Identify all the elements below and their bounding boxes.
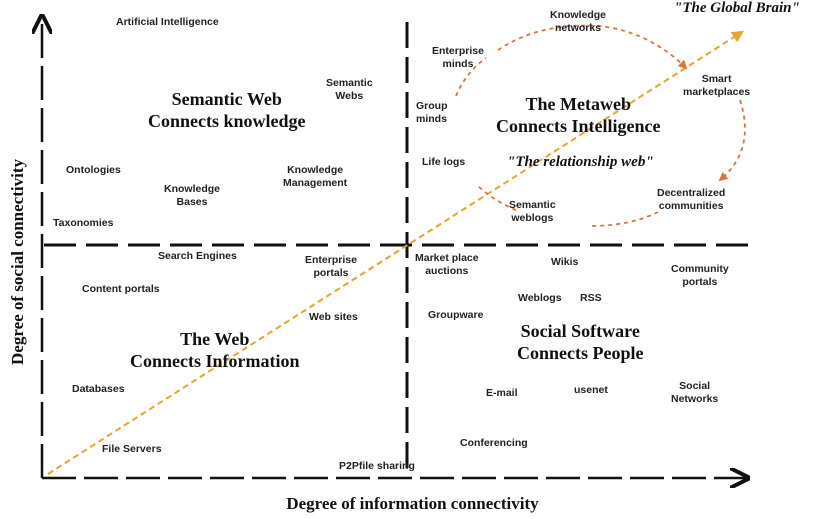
term-weblogs: Weblogs xyxy=(518,292,562,304)
metaweb-cycle-lower xyxy=(589,211,659,227)
term-market-place-auctions: Market place auctions xyxy=(415,252,479,277)
term-databases: Databases xyxy=(72,383,125,395)
term-taxonomies: Taxonomies xyxy=(53,217,114,229)
term-email: E-mail xyxy=(486,387,518,399)
term-wikis: Wikis xyxy=(551,256,579,268)
metaweb-cycle-upper xyxy=(497,24,688,70)
metaweb-cycle-left-upper xyxy=(455,57,487,97)
term-knowledge-management: Knowledge Management xyxy=(283,164,348,189)
quadrant-title-metaweb: The Metaweb Connects Intelligence xyxy=(496,94,661,136)
quadrant-title-social-software: Social Software Connects People xyxy=(517,321,644,363)
global-brain-label: "The Global Brain" xyxy=(674,0,800,16)
term-conferencing: Conferencing xyxy=(460,437,528,449)
term-rss: RSS xyxy=(580,292,602,304)
term-knowledge-networks: Knowledge networks xyxy=(550,9,607,34)
term-social-networks: Social Networks xyxy=(671,380,719,405)
term-content-portals: Content portals xyxy=(82,283,160,295)
y-axis-label: Degree of social connectivity xyxy=(8,159,27,365)
term-life-logs: Life logs xyxy=(422,156,466,168)
term-groupware: Groupware xyxy=(428,309,484,321)
x-axis-label: Degree of information connectivity xyxy=(286,494,539,513)
term-enterprise-portals: Enterprise portals xyxy=(305,254,357,279)
term-p2p-file-sharing: P2Pfile sharing xyxy=(339,460,415,472)
term-decentralized-communities: Decentralized communities xyxy=(657,187,726,212)
quadrant-title-semantic-web: Semantic Web Connects knowledge xyxy=(148,89,306,131)
term-semantic-weblogs: Semantic weblogs xyxy=(509,199,556,224)
term-usenet: usenet xyxy=(574,384,608,396)
term-web-sites: Web sites xyxy=(309,311,358,323)
term-smart-marketplaces: Smart marketplaces xyxy=(683,73,751,98)
relationship-web-label: "The relationship web" xyxy=(507,154,654,170)
term-group-minds: Group minds xyxy=(416,100,448,125)
term-community-portals: Community portals xyxy=(671,263,729,288)
metaweb-cycle-left xyxy=(475,183,517,211)
metaweb-cycle-right xyxy=(718,99,746,182)
term-file-servers: File Servers xyxy=(102,443,162,455)
term-semantic-webs: Semantic Webs xyxy=(326,77,373,102)
term-ontologies: Ontologies xyxy=(66,164,121,176)
term-artificial-intelligence: Artificial Intelligence xyxy=(116,16,219,28)
term-enterprise-minds: Enterprise minds xyxy=(432,45,484,70)
term-knowledge-bases: Knowledge Bases xyxy=(164,183,221,208)
global-brain-arrow xyxy=(47,30,745,475)
quadrant-title-the-web: The Web Connects Information xyxy=(130,329,300,371)
term-search-engines: Search Engines xyxy=(158,250,237,262)
